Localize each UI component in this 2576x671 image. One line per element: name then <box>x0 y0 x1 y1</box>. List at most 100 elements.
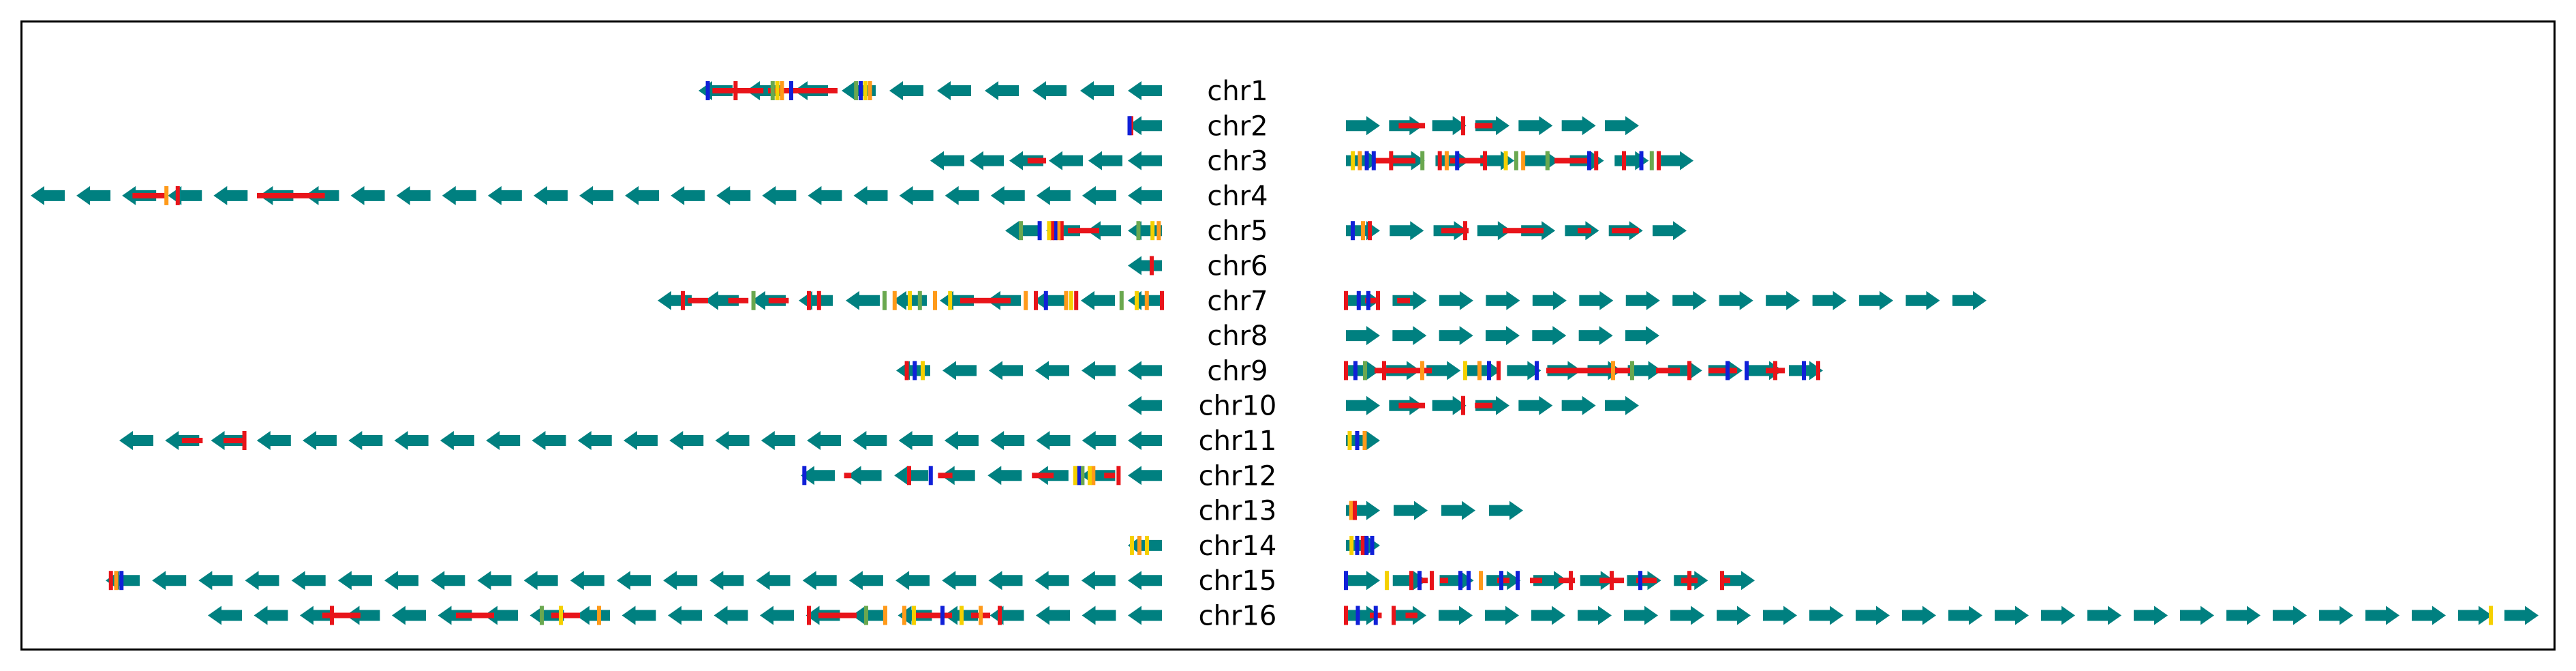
chr5-orange-mark <box>1361 221 1365 241</box>
chr16-red-segment <box>322 612 361 618</box>
left-arrow-icon <box>254 606 288 625</box>
chr1-orange-mark <box>780 81 784 100</box>
left-arrow-icon <box>152 571 187 591</box>
left-arrow-icon <box>1081 290 1115 310</box>
chr7-red-mark <box>1376 290 1380 310</box>
left-arrow-icon <box>846 290 880 310</box>
chr15-red-mark <box>108 571 113 591</box>
chr1-yellow-mark <box>863 81 868 100</box>
left-arrow-icon <box>622 606 656 625</box>
chr15-blue-mark <box>1638 571 1642 591</box>
chr11-red-mark <box>242 431 247 450</box>
chr16-yellow-mark <box>912 606 916 625</box>
right-arrow-icon <box>1486 326 1520 346</box>
right-arrow-icon <box>2365 606 2399 625</box>
left-arrow-icon <box>899 185 934 205</box>
chr9-yellow-mark <box>921 361 925 381</box>
chromosome-label-chr10: chr10 <box>1199 391 1277 422</box>
left-arrow-icon <box>570 571 604 591</box>
left-arrow-icon <box>1009 151 1043 170</box>
chr15-blue-mark <box>1516 571 1520 591</box>
chr7-red-mark <box>807 290 811 310</box>
right-arrow-icon <box>1394 501 1428 520</box>
right-arrow-icon <box>1672 290 1707 310</box>
chr7-green-mark <box>883 290 887 310</box>
left-arrow-icon <box>987 466 1022 486</box>
right-arrow-icon <box>1578 326 1613 346</box>
chr7-red-segment <box>768 297 789 303</box>
chr15-blue-mark <box>1467 571 1471 591</box>
left-arrow-icon <box>1128 185 1162 205</box>
chr5-red-segment <box>1503 228 1544 234</box>
right-arrow-icon <box>1995 606 2029 625</box>
left-arrow-icon <box>671 185 705 205</box>
right-arrow-icon <box>2412 606 2446 625</box>
chr5-red-segment <box>1068 228 1099 234</box>
chr9-red-segment <box>1375 368 1432 374</box>
right-arrow-icon <box>1532 326 1567 346</box>
chr11-orange-mark <box>1362 431 1367 450</box>
chromosome-label-chr16: chr16 <box>1199 601 1277 632</box>
chr5-orange-mark <box>1056 221 1061 241</box>
chr16-yellow-mark <box>2489 606 2493 625</box>
right-arrow-icon <box>1605 116 1639 136</box>
left-arrow-icon <box>988 571 1023 591</box>
chr3-red-segment <box>1554 158 1589 164</box>
left-arrow-icon <box>1128 361 1162 381</box>
right-arrow-icon <box>1561 396 1596 415</box>
chr9-red-mark <box>1687 361 1691 381</box>
chr9-orange-mark <box>1477 361 1482 381</box>
right-arrow-icon <box>2134 606 2168 625</box>
chr1-yellow-mark <box>775 81 780 100</box>
right-arrow-icon <box>1485 606 1519 625</box>
chr16-orange-mark <box>979 606 983 625</box>
left-arrow-icon <box>940 466 975 486</box>
chr14-yellow-mark <box>1145 535 1149 555</box>
chr7-red-mark <box>1074 290 1079 310</box>
chr15-red-mark <box>1409 571 1413 591</box>
left-arrow-icon <box>1081 571 1116 591</box>
chr16-red-segment <box>818 612 857 618</box>
left-arrow-icon <box>895 571 930 591</box>
left-arrow-icon <box>716 185 751 205</box>
chr12-red-segment <box>844 473 852 479</box>
chr10-red-segment <box>1398 402 1426 408</box>
left-arrow-icon <box>1128 116 1162 136</box>
chr15-blue-mark <box>1499 571 1503 591</box>
chr9-red-mark <box>904 361 909 381</box>
right-arrow-icon <box>1439 290 1473 310</box>
chr12-blue-mark <box>1077 466 1082 486</box>
chr7-orange-mark <box>933 290 937 310</box>
right-arrow-icon <box>2226 606 2260 625</box>
left-arrow-icon <box>1036 185 1071 205</box>
chr3-red-mark <box>1437 151 1442 170</box>
left-arrow-icon <box>1082 361 1116 381</box>
chromosome-label-chr4: chr4 <box>1207 181 1268 212</box>
chr7-red-segment <box>1365 297 1378 303</box>
chr9-blue-mark <box>913 361 917 381</box>
chr12-blue-mark <box>802 466 807 486</box>
left-arrow-icon <box>668 606 702 625</box>
chr16-red-mark <box>330 606 334 625</box>
chr7-red-mark <box>816 290 821 310</box>
left-arrow-icon <box>1128 256 1162 275</box>
chromosome-label-chr6: chr6 <box>1207 251 1268 282</box>
chr7-yellow-mark <box>1135 290 1139 310</box>
left-arrow-icon <box>348 431 383 450</box>
left-arrow-icon <box>807 431 842 450</box>
left-arrow-icon <box>625 185 660 205</box>
chr11-red-segment <box>181 438 203 443</box>
left-arrow-icon <box>942 361 977 381</box>
chr16-yellow-mark <box>960 606 964 625</box>
chr9-blue-mark <box>1726 361 1730 381</box>
left-arrow-icon <box>431 571 465 591</box>
chr16-red-segment <box>456 612 494 618</box>
right-arrow-icon <box>1625 326 1659 346</box>
chr4-red-segment <box>257 192 325 198</box>
chr10-red-segment <box>1475 402 1492 408</box>
left-arrow-icon <box>245 571 279 591</box>
chr4-red-segment <box>132 192 167 198</box>
left-arrow-icon <box>1128 571 1162 591</box>
right-arrow-icon <box>1625 290 1660 310</box>
chr15-red-segment <box>1636 578 1657 584</box>
